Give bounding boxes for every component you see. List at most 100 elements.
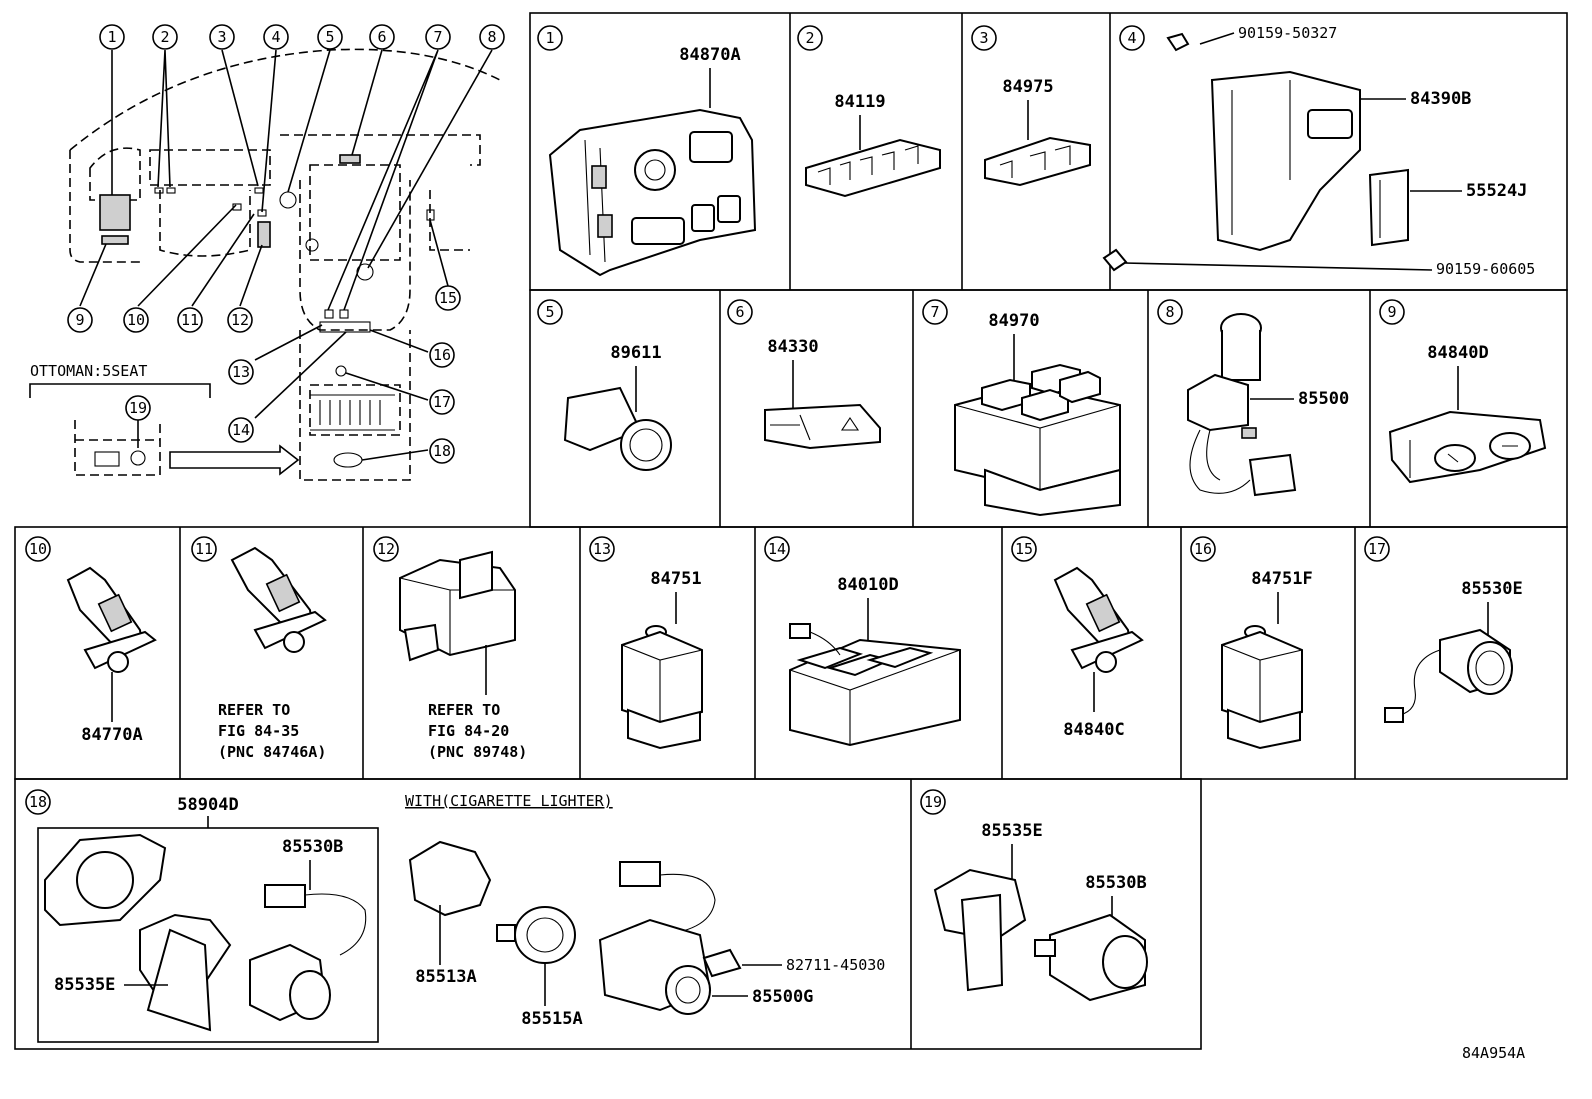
svg-text:8: 8: [1165, 303, 1174, 321]
grid-frame: [14, 12, 1568, 1050]
part-number: 90159-50327: [1238, 24, 1337, 42]
cell-1: 1 84870A: [537, 25, 757, 277]
overview-callout-14: 14: [228, 417, 254, 443]
svg-text:11: 11: [195, 540, 213, 558]
refer-note-line: FIG 84-20: [428, 722, 509, 740]
svg-text:16: 16: [433, 346, 451, 364]
cell-8: 8 85500: [1157, 299, 1349, 497]
part-number: 85515A: [521, 1009, 582, 1029]
cell-4: 4 90159-50327 84390B 55524J 90159-60605: [1102, 24, 1535, 278]
svg-text:6: 6: [377, 28, 386, 46]
svg-text:9: 9: [1387, 303, 1396, 321]
overview-callout-10: 10: [123, 307, 149, 333]
overview-callout-4: 4: [263, 24, 289, 50]
svg-text:1: 1: [545, 29, 554, 47]
part-number: 85500G: [752, 987, 813, 1007]
refer-note-line: (PNC 89748): [428, 743, 527, 761]
part-number: 84770A: [81, 725, 142, 745]
overview-callout-18: 18: [429, 438, 455, 464]
ottoman-label: OTTOMAN:5SEAT: [30, 362, 147, 380]
svg-text:1: 1: [107, 28, 116, 46]
svg-text:2: 2: [805, 29, 814, 47]
overview-callout-15: 15: [435, 285, 461, 311]
refer-note-line: (PNC 84746A): [218, 743, 326, 761]
part-number: 85530B: [282, 837, 343, 857]
section-label: WITH(CIGARETTE LIGHTER): [405, 792, 613, 810]
svg-text:19: 19: [924, 793, 942, 811]
svg-text:5: 5: [545, 303, 554, 321]
overview-callout-1: 1: [99, 24, 125, 50]
part-number: 85535E: [981, 821, 1042, 841]
part-number: 84840D: [1427, 343, 1488, 363]
overview-callout-6: 6: [369, 24, 395, 50]
refer-note-line: FIG 84-35: [218, 722, 299, 740]
cell-5: 5 89611: [537, 299, 672, 471]
svg-text:17: 17: [1368, 540, 1386, 558]
svg-text:16: 16: [1194, 540, 1212, 558]
part-number: 84330: [767, 337, 818, 357]
cell-7: 7 84970: [922, 299, 1121, 517]
part-number: 90159-60605: [1436, 260, 1535, 278]
cell-9: 9 84840D: [1379, 299, 1547, 484]
svg-text:10: 10: [29, 540, 47, 558]
svg-text:3: 3: [217, 28, 226, 46]
svg-text:12: 12: [377, 540, 395, 558]
part-number: 85535E: [54, 975, 115, 995]
part-number: 84751: [650, 569, 701, 589]
svg-text:19: 19: [129, 399, 147, 417]
part-number: 84390B: [1410, 89, 1471, 109]
overview-callout-17: 17: [429, 389, 455, 415]
cell-16: 16 84751F: [1190, 536, 1313, 750]
cell-2: 2 84119: [797, 25, 941, 198]
cell-12: 12 REFER TO FIG 84-20 (PNC 89748): [373, 536, 527, 761]
svg-text:9: 9: [75, 311, 84, 329]
svg-text:7: 7: [930, 303, 939, 321]
cell-11: 11 REFER TO FIG 84-35 (PNC 84746A): [191, 536, 327, 761]
cell-17: 17 85530E: [1364, 536, 1523, 723]
part-number: 85530E: [1461, 579, 1522, 599]
svg-text:17: 17: [433, 393, 451, 411]
part-number: 58904D: [177, 795, 238, 815]
cell-15: 15 84840C: [1011, 536, 1144, 740]
cell-6: 6 84330: [727, 299, 881, 450]
part-number: 84119: [834, 92, 885, 112]
overview-callout-8: 8: [479, 24, 505, 50]
svg-text:14: 14: [768, 540, 786, 558]
overview-callout-5: 5: [317, 24, 343, 50]
overview-callout-16: 16: [429, 342, 455, 368]
part-number: 84970: [988, 311, 1039, 331]
svg-text:12: 12: [231, 311, 249, 329]
overview-callout-3: 3: [209, 24, 235, 50]
part-number: 85500: [1298, 389, 1349, 409]
svg-text:14: 14: [232, 421, 250, 439]
svg-text:13: 13: [232, 363, 250, 381]
svg-text:10: 10: [127, 311, 145, 329]
refer-note-line: REFER TO: [218, 701, 290, 719]
refer-note-line: REFER TO: [428, 701, 500, 719]
part-number: 85513A: [415, 967, 476, 987]
svg-text:2: 2: [160, 28, 169, 46]
svg-text:6: 6: [735, 303, 744, 321]
svg-text:15: 15: [1015, 540, 1033, 558]
svg-text:7: 7: [433, 28, 442, 46]
svg-text:3: 3: [979, 29, 988, 47]
overview-callout-19: 19: [125, 395, 151, 421]
part-number: 84975: [1002, 77, 1053, 97]
svg-text:4: 4: [1127, 29, 1136, 47]
svg-text:11: 11: [181, 311, 199, 329]
part-number: 85530B: [1085, 873, 1146, 893]
cell-10: 10 84770A: [25, 536, 157, 745]
part-number: 84751F: [1251, 569, 1312, 589]
svg-text:8: 8: [487, 28, 496, 46]
figure-code: 84A954A: [1462, 1044, 1525, 1062]
svg-text:18: 18: [29, 793, 47, 811]
overview-callout-11: 11: [177, 307, 203, 333]
overview-callout-2: 2: [152, 24, 178, 50]
cell-3: 3 84975: [971, 25, 1091, 187]
part-number: 89611: [610, 343, 661, 363]
part-number: 84010D: [837, 575, 898, 595]
cell-18: 18 58904D 85530B 85535E WITH(CIGARETTE L…: [25, 789, 885, 1043]
svg-text:4: 4: [271, 28, 280, 46]
cell-19: 19 85535E 85530B: [920, 789, 1148, 1002]
